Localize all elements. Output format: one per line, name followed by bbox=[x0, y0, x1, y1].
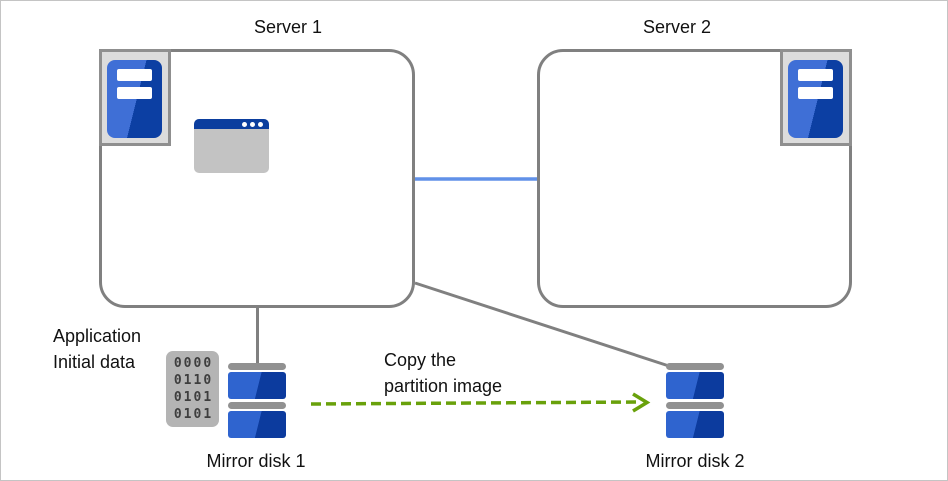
binary-row: 0101 bbox=[173, 407, 214, 422]
disk-platter bbox=[228, 372, 286, 399]
copy-line1: Copy the bbox=[384, 350, 457, 370]
disk-platter bbox=[228, 411, 286, 438]
copy-arrow-head bbox=[632, 392, 651, 413]
tower-slot bbox=[117, 87, 152, 99]
copy-line2: partition image bbox=[384, 376, 503, 396]
window-titlebar bbox=[194, 119, 269, 129]
binary-row: 0110 bbox=[173, 373, 214, 388]
server2-label: Server 2 bbox=[642, 17, 712, 37]
disk-cap bbox=[666, 363, 724, 370]
binary-data-icon: 0000 0110 0101 0101 bbox=[166, 351, 219, 427]
tower-slot bbox=[798, 87, 833, 99]
disk-platter bbox=[666, 411, 724, 438]
mirror-disk1-label: Mirror disk 1 bbox=[206, 451, 306, 471]
server1-tower-icon bbox=[99, 49, 171, 146]
initial-data-line2: Initial data bbox=[53, 352, 136, 372]
tower-chassis bbox=[788, 60, 843, 138]
copy-arrow-shaft bbox=[310, 400, 642, 406]
window-dot-icon bbox=[258, 121, 263, 127]
initial-data-label: Application Initial data bbox=[53, 323, 165, 375]
tower-chassis bbox=[107, 60, 162, 138]
tower-slot bbox=[798, 69, 833, 81]
disk-cap bbox=[666, 402, 724, 409]
disk-cap bbox=[228, 363, 286, 370]
application-window-icon bbox=[194, 119, 269, 173]
binary-row: 0000 bbox=[173, 356, 214, 371]
mirror-disk1-icon bbox=[228, 363, 286, 441]
mirror-disk2-label: Mirror disk 2 bbox=[645, 451, 745, 471]
disk-cap bbox=[228, 402, 286, 409]
disk-platter bbox=[666, 372, 724, 399]
server1-label: Server 1 bbox=[253, 17, 323, 37]
binary-row: 0101 bbox=[173, 390, 214, 405]
initial-data-line1: Application bbox=[53, 326, 142, 346]
mirror-disk2-icon bbox=[666, 363, 724, 441]
copy-partition-label: Copy the partition image bbox=[384, 347, 502, 399]
tower-slot bbox=[117, 69, 152, 81]
window-dot-icon bbox=[242, 121, 247, 127]
window-dot-icon bbox=[250, 121, 255, 127]
server2-tower-icon bbox=[780, 49, 852, 146]
